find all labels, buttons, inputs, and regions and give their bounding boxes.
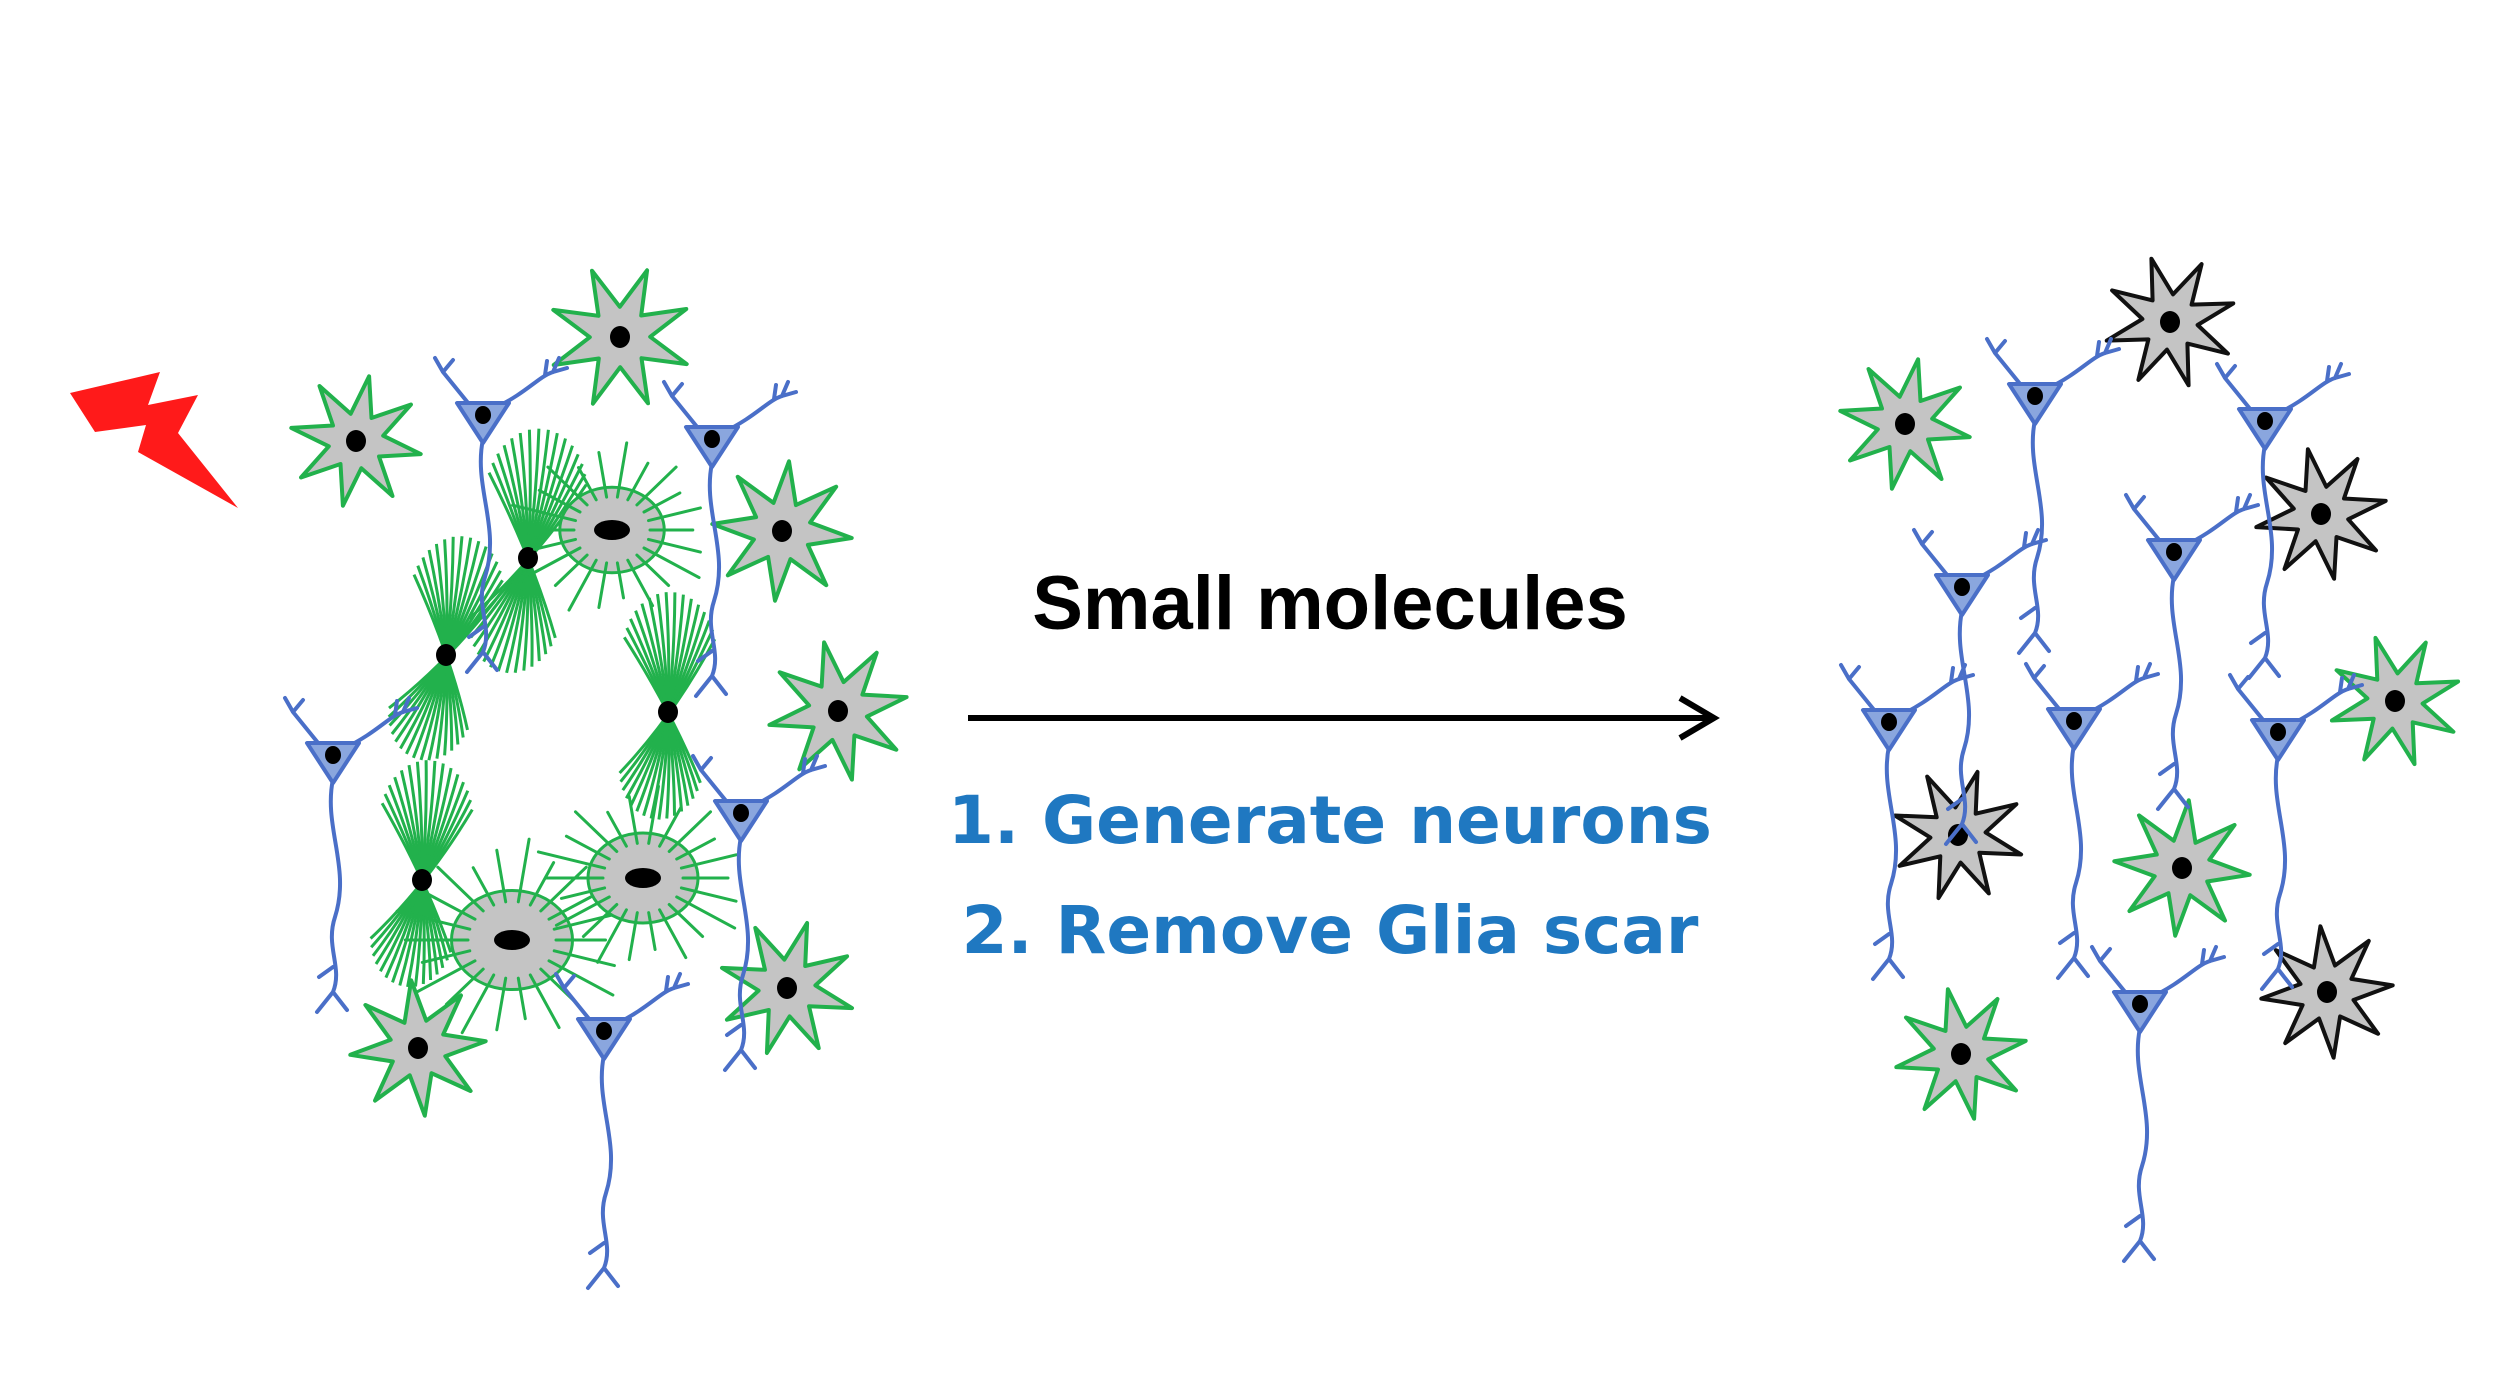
- regenerated-tissue-panel: [1838, 256, 2461, 1263]
- neuron-icon: [2228, 673, 2364, 991]
- neuron-icon: [2024, 662, 2160, 980]
- astrocyte-icon: [289, 374, 423, 508]
- reactive-astrocyte-icon: [618, 592, 717, 820]
- microglia-icon: [2254, 447, 2388, 581]
- astrocyte-icon: [2329, 635, 2461, 767]
- reactive-astrocyte-icon: [369, 760, 474, 988]
- reactive-astrocyte-icon: [387, 536, 505, 761]
- neuron-icon: [2124, 493, 2260, 811]
- neuron-icon: [662, 380, 798, 698]
- neuron-icon: [283, 696, 419, 1014]
- microglia-icon: [2259, 924, 2395, 1060]
- lightning-bolt-icon: [70, 372, 238, 508]
- step-remove-glia-scar: 2. Remove Glia scar: [961, 892, 1699, 969]
- astrocyte-icon: [767, 640, 909, 782]
- step-generate-neurons: 1. Generate neurons: [948, 782, 1712, 859]
- astrocyte-icon: [1838, 357, 1972, 491]
- neuron-icon: [2090, 945, 2226, 1263]
- neuron-icon: [691, 754, 827, 1072]
- astrocyte-icon: [1894, 987, 2028, 1121]
- neuron-icon: [1985, 337, 2121, 655]
- microglia-icon: [2104, 256, 2236, 388]
- injured-tissue-panel: [283, 268, 909, 1290]
- astrocyte-icon: [348, 978, 488, 1118]
- neuron-icon: [433, 356, 569, 674]
- neuron-icon: [1839, 663, 1975, 981]
- neuron-icon: [1912, 528, 2048, 846]
- glia-scar-icon: [536, 784, 738, 964]
- microglia-icon: [1892, 769, 2024, 901]
- astrocyte-icon: [710, 459, 854, 603]
- treatment-label: Small molecules: [1032, 561, 1628, 646]
- astrocyte-icon: [551, 268, 689, 406]
- astrocyte-icon: [2112, 798, 2252, 938]
- right-arrow-icon: [968, 695, 1720, 741]
- astrocyte-icon: [720, 921, 854, 1055]
- neuron-icon: [554, 972, 690, 1290]
- neuron-icon: [2215, 362, 2351, 680]
- glia-scar-icon: [511, 441, 702, 612]
